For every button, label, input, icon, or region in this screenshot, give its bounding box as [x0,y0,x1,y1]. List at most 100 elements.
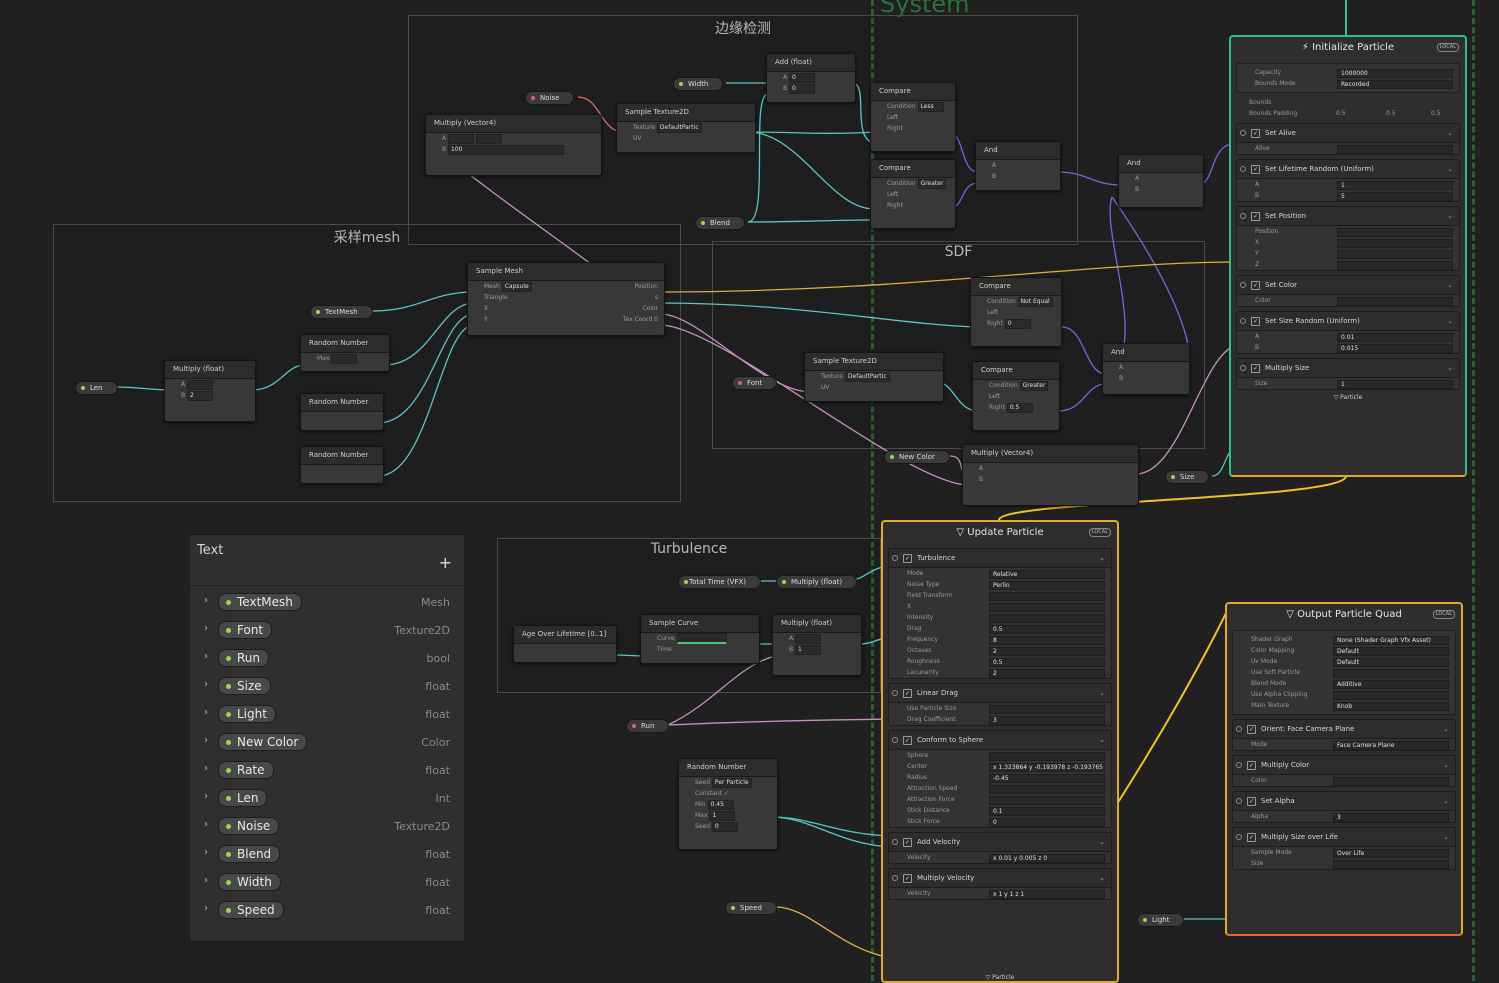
property-name[interactable]: Len [218,789,268,807]
property-name[interactable]: Size [218,677,271,695]
node-random-number-bottom[interactable]: Random Number Seed Per Particle Constant… [678,758,778,850]
enable-checkbox[interactable]: ✓ [1251,281,1260,290]
property-value[interactable]: 0.015 [1337,344,1453,353]
port-dot[interactable] [1240,282,1246,288]
node-multiply-float-turb[interactable]: Multiply (float) A B 1 [772,614,862,676]
property-name[interactable]: Speed [218,901,284,919]
property-value[interactable] [989,614,1105,623]
chevron-down-icon[interactable]: ⌄ [1447,212,1453,220]
property-value[interactable] [1337,228,1453,237]
property-value[interactable]: x 1 y 1 z 1 [989,890,1105,899]
enable-checkbox[interactable]: ✓ [1247,725,1256,734]
pill-run[interactable]: Run [626,719,670,733]
property-value[interactable] [1337,297,1453,306]
property-value[interactable] [1337,239,1453,248]
pill-light[interactable]: Light [1137,913,1185,927]
node-and-1[interactable]: And A B [975,141,1061,191]
property-value[interactable] [1337,250,1453,259]
enable-checkbox[interactable]: ✓ [903,838,912,847]
port-dot[interactable] [1236,834,1242,840]
property-name[interactable]: Light [218,705,276,723]
condition-dropdown[interactable]: Not Equal [1017,296,1053,307]
property-value[interactable]: 0.5 [989,625,1105,634]
property-value[interactable]: 1 [1337,181,1453,190]
pill-total-time[interactable]: Total Time (VFX) [678,575,762,589]
port-dot[interactable] [1240,365,1246,371]
node-sample-texture2d-sdf[interactable]: Sample Texture2D Texture DefaultPartic U… [804,352,944,402]
property-value[interactable] [1333,777,1449,786]
property-value[interactable]: x 0.01 y 0.005 z 0 [989,854,1105,863]
property-name[interactable]: Width [218,873,281,891]
enable-checkbox[interactable]: ✓ [1247,761,1256,770]
property-value[interactable]: 1 [1337,380,1453,389]
field[interactable] [448,133,475,144]
node-multiply-vector4-bottom[interactable]: Multiply (Vector4) A B [962,444,1139,506]
expand-arrow-icon[interactable]: › [204,847,208,858]
property-value[interactable] [1337,145,1453,154]
enable-checkbox[interactable]: ✓ [903,874,912,883]
b-field[interactable]: 0 [789,83,816,94]
port-dot[interactable] [1240,166,1246,172]
pill-width[interactable]: Width [673,77,724,91]
pad-y[interactable]: 0.5 [1386,110,1396,117]
b-value-field[interactable]: 100 [448,144,565,155]
property-name[interactable]: TextMesh [218,593,302,611]
chevron-down-icon[interactable]: ⌄ [1443,761,1449,769]
property-value[interactable]: 5 [1337,192,1453,201]
enable-checkbox[interactable]: ✓ [1251,129,1260,138]
expand-arrow-icon[interactable]: › [204,651,208,662]
port-dot[interactable] [892,875,898,881]
node-and-3[interactable]: And A B [1102,343,1190,395]
node-random-number-3[interactable]: Random Number [300,446,384,484]
expand-arrow-icon[interactable]: › [204,791,208,802]
port-dot[interactable] [1240,130,1246,136]
pill-new-color[interactable]: New Color [884,450,950,464]
property-value[interactable] [989,592,1105,601]
port-dot[interactable] [892,737,898,743]
node-sample-curve[interactable]: Sample Curve Curve Time [640,614,760,664]
node-and-2[interactable]: And A B [1118,154,1204,208]
mesh-field[interactable]: Capsule [501,281,532,292]
b-field[interactable]: 1 [795,644,822,655]
texture-field[interactable]: DefaultPartic [656,122,702,133]
chevron-down-icon[interactable]: ⌄ [1447,281,1453,289]
block-multiply-color[interactable]: ✓Multiply Color⌄Color [1232,755,1456,787]
enable-checkbox[interactable]: ✓ [1247,797,1256,806]
property-value[interactable] [989,705,1105,714]
node-compare-2[interactable]: Compare Condition Greater Left Right [870,159,956,229]
node-multiply-float-mesh[interactable]: Multiply (float) A B 2 [164,360,256,422]
node-sample-texture2d-top[interactable]: Sample Texture2D Texture DefaultPartic U… [616,103,756,153]
pill-noise[interactable]: Noise [525,91,575,105]
enable-checkbox[interactable]: ✓ [903,554,912,563]
condition-dropdown[interactable]: Greater [917,178,947,189]
expand-arrow-icon[interactable]: › [204,819,208,830]
chevron-down-icon[interactable]: ⌄ [1099,736,1105,744]
property-value[interactable]: 0.01 [1337,333,1453,342]
chevron-down-icon[interactable]: ⌄ [1447,317,1453,325]
max-field[interactable] [331,353,358,364]
node-add-float[interactable]: Add (float) A 0 B 0 [766,53,856,103]
property-value[interactable] [989,752,1105,761]
pill-blend[interactable]: Blend [695,216,745,230]
add-property-button[interactable]: + [438,553,452,572]
property-value[interactable] [1337,261,1453,270]
property-value[interactable]: 0.1 [989,807,1105,816]
property-value[interactable]: 3 [1333,813,1449,822]
setting-value[interactable]: Knob [1333,702,1449,711]
